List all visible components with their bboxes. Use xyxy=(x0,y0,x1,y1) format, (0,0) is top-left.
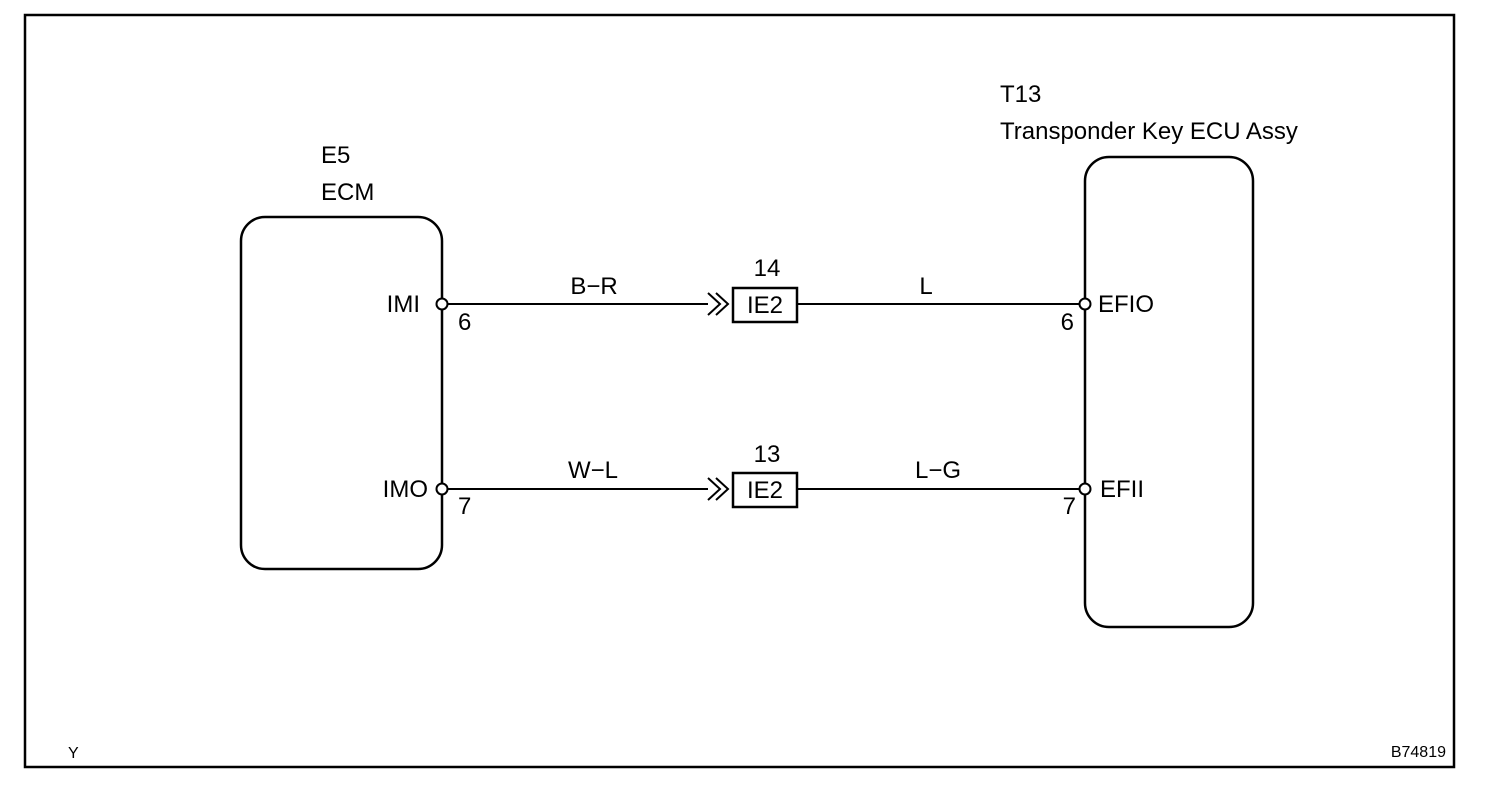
transponder-terminal-efii xyxy=(1078,482,1092,496)
figure-id: B74819 xyxy=(1391,744,1446,761)
ecm-pin-number-6: 6 xyxy=(458,309,471,336)
connector-pin-14: 14 xyxy=(754,255,781,282)
circuit-imi-efio: IMI 6 B−R 14 IE2 L 6 EFIO xyxy=(387,255,1154,336)
ecm-pin-name-imi: IMI xyxy=(387,291,420,318)
transponder-pin-name-efii: EFII xyxy=(1100,476,1144,503)
connector-box-ie2-14 xyxy=(731,286,799,324)
transponder-name: Transponder Key ECU Assy xyxy=(1000,118,1298,145)
transponder-pin-name-efio: EFIO xyxy=(1098,291,1154,318)
connector-box-ie2-13 xyxy=(731,471,799,509)
transponder-pin-number-6: 6 xyxy=(1061,309,1074,336)
connector-symbol-outer xyxy=(707,477,722,501)
connector-name-ie2: IE2 xyxy=(747,477,783,504)
ecm-terminal-imo xyxy=(435,482,449,496)
ecm-terminal-imi xyxy=(435,297,449,311)
ecm-name: ECM xyxy=(321,179,374,206)
connector-name-ie2: IE2 xyxy=(747,292,783,319)
footer-left-mark: Y xyxy=(68,745,79,762)
wire-label-w-l: W−L xyxy=(568,457,618,484)
ecm-component: E5 ECM xyxy=(239,142,444,571)
transponder-pin-number-7: 7 xyxy=(1063,493,1076,520)
transponder-terminal-efio xyxy=(1078,297,1092,311)
ecm-box xyxy=(239,215,444,571)
ecm-pin-name-imo: IMO xyxy=(383,476,428,503)
diagram-frame xyxy=(23,13,1456,769)
ecm-pin-number-7: 7 xyxy=(458,493,471,520)
connector-symbol-inner xyxy=(715,477,730,501)
connector-pin-13: 13 xyxy=(754,441,781,468)
connector-symbol-inner xyxy=(715,292,730,316)
wire-label-l-g: L−G xyxy=(915,457,961,484)
wire-label-b-r: B−R xyxy=(570,273,617,300)
transponder-component: T13 Transponder Key ECU Assy xyxy=(1000,81,1298,629)
transponder-box xyxy=(1083,155,1255,629)
transponder-code: T13 xyxy=(1000,81,1041,108)
ecm-code: E5 xyxy=(321,142,350,169)
connector-symbol-outer xyxy=(707,292,722,316)
circuit-imo-efii: IMO 7 W−L 13 IE2 L−G 7 EFII xyxy=(383,441,1144,520)
wire-label-l: L xyxy=(919,273,932,300)
